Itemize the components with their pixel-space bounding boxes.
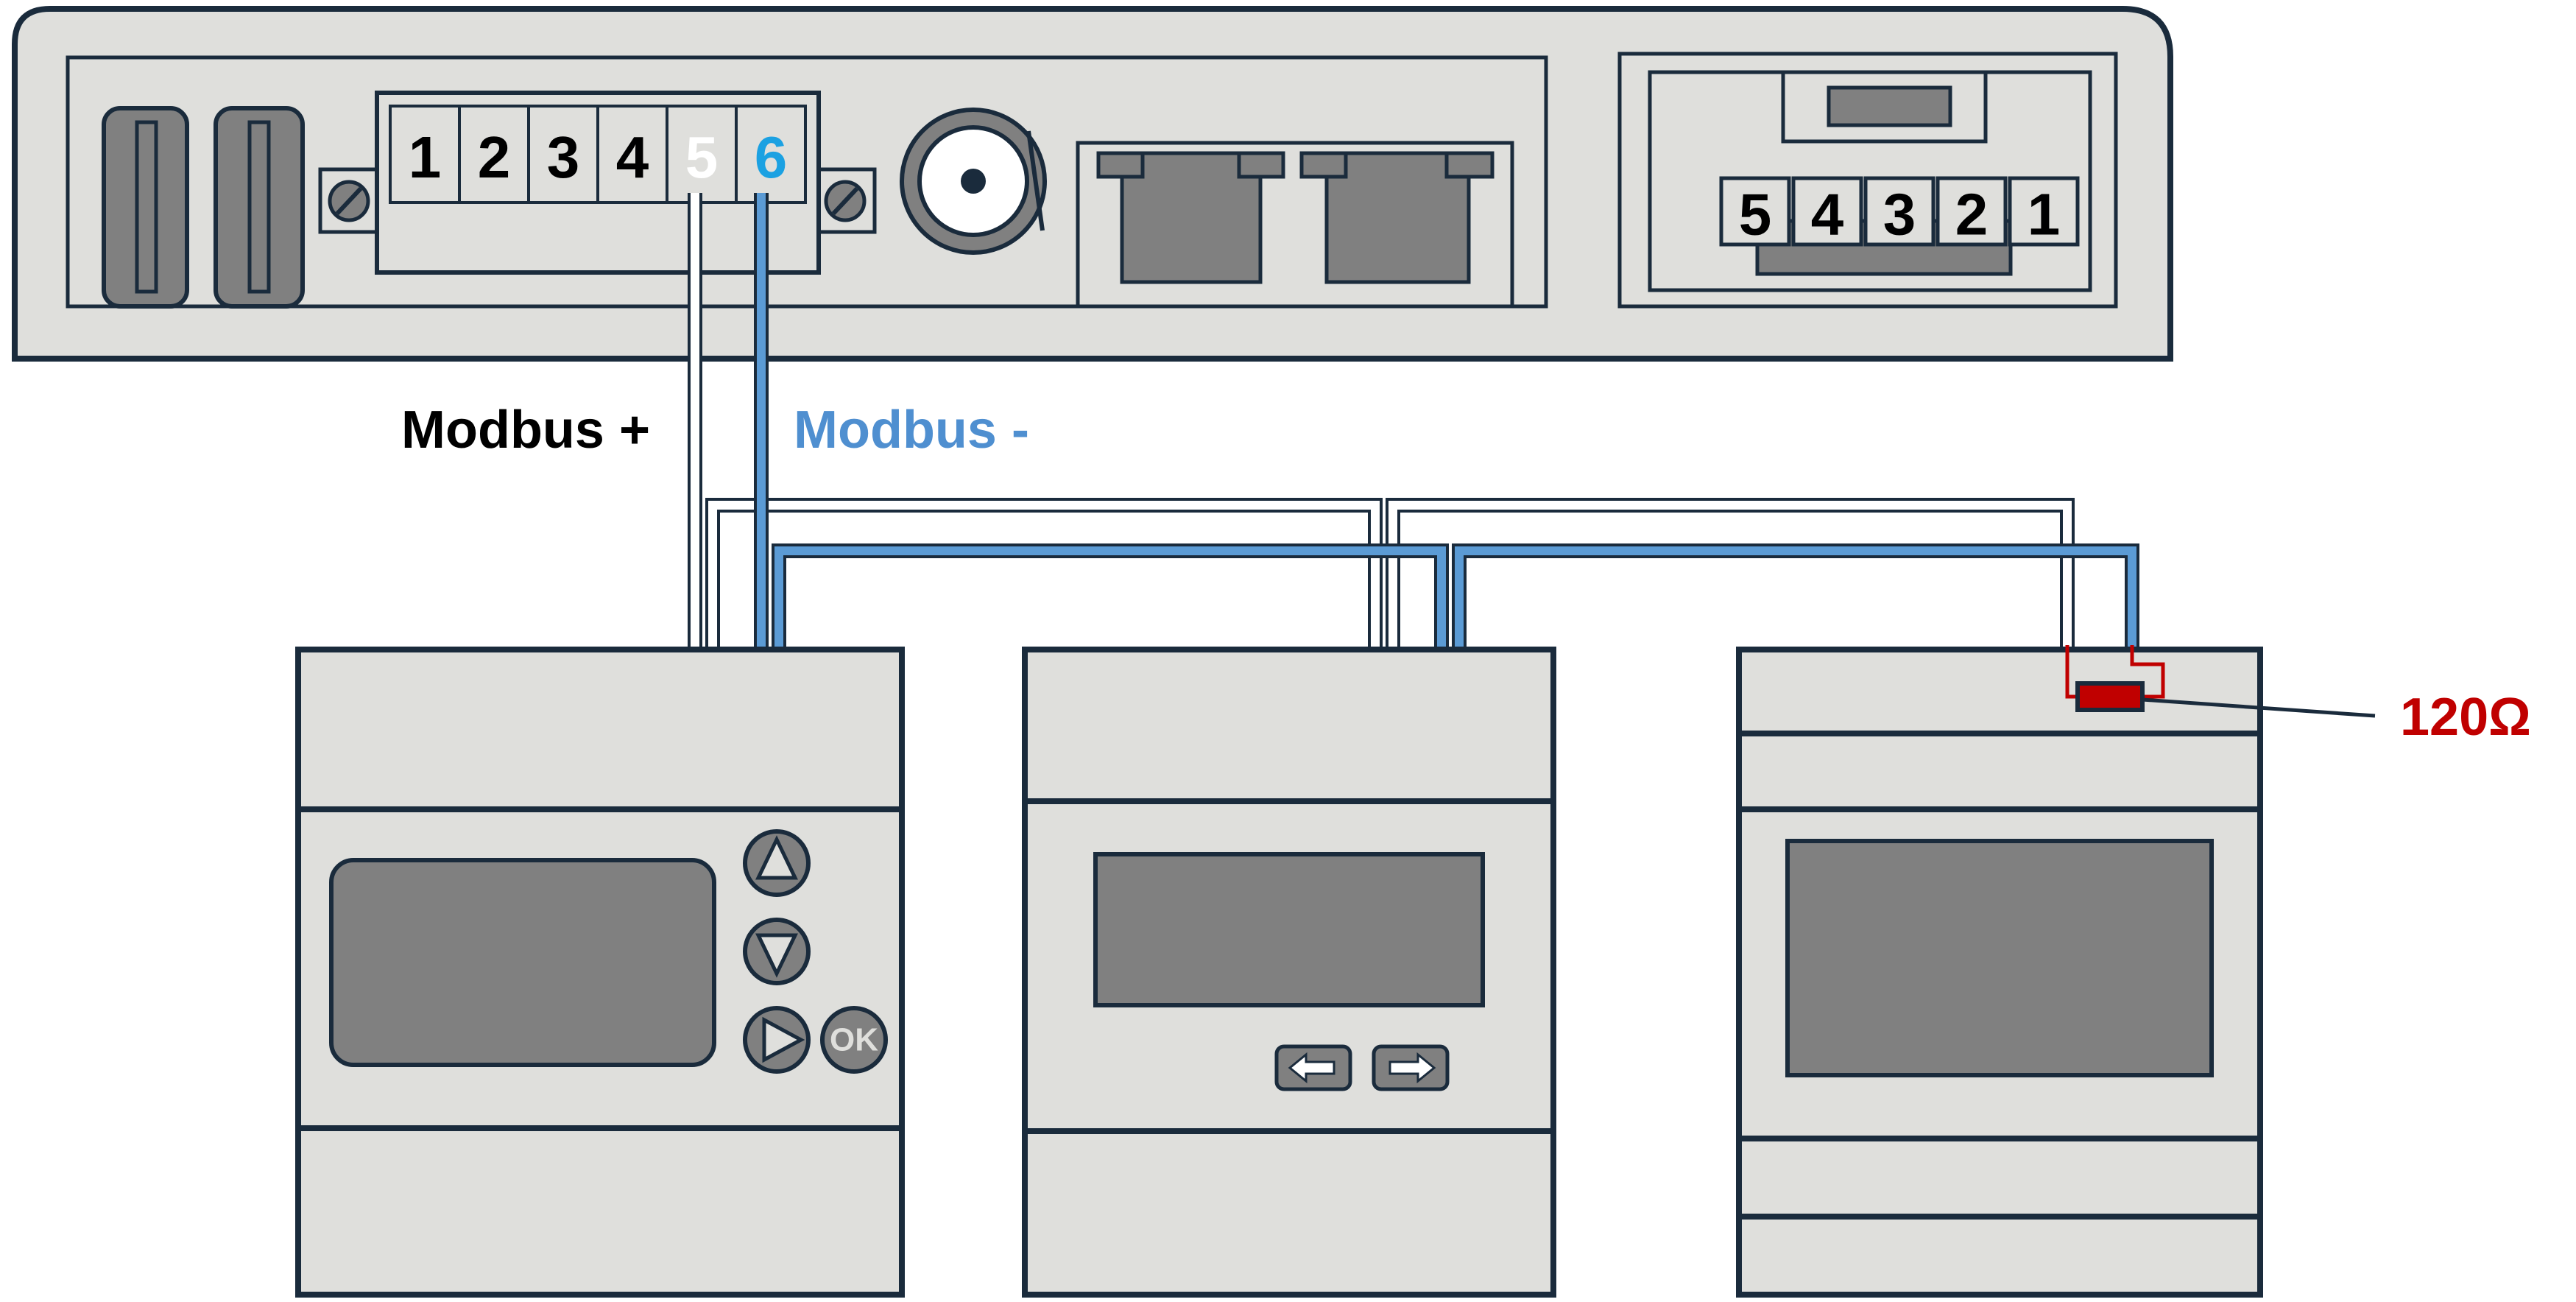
terminal-screw-right bbox=[814, 167, 877, 234]
arrow-right-icon bbox=[762, 1016, 805, 1063]
meter-1-ok-button[interactable]: OK bbox=[820, 1006, 888, 1074]
side-connector-pin-5: 5 bbox=[1719, 176, 1791, 247]
resistor-label: 120Ω bbox=[2400, 688, 2531, 747]
side-connector-pin-3: 3 bbox=[1863, 176, 1935, 247]
meter-3-display bbox=[1785, 839, 2214, 1077]
modbus-minus-wire-meter2-meter3 bbox=[1452, 543, 2139, 650]
terminal-pin-label: 6 bbox=[755, 124, 788, 190]
side-connector-pin-label: 1 bbox=[2028, 182, 2061, 247]
terminal-pin-3: 3 bbox=[527, 105, 599, 204]
terminal-pin-label: 5 bbox=[685, 124, 719, 190]
modbus-plus-label: Modbus + bbox=[401, 401, 650, 460]
side-connector-pin-1: 1 bbox=[2008, 176, 2080, 247]
modbus-wiring bbox=[688, 193, 2139, 650]
side-connector-pin-label: 2 bbox=[1955, 182, 1989, 247]
arrow-down-icon bbox=[755, 933, 798, 978]
terminal-pin-2: 2 bbox=[458, 105, 530, 204]
energy-meter-2 bbox=[1022, 647, 1556, 1298]
modbus-minus-wire-meter1-meter2 bbox=[772, 543, 1449, 650]
meter-1-down-button[interactable] bbox=[743, 918, 811, 985]
arrow-right-icon bbox=[1388, 1052, 1436, 1084]
resistor-leader-line bbox=[2142, 697, 2376, 718]
antenna-connector[interactable] bbox=[900, 108, 1047, 255]
meter-1-right-button[interactable] bbox=[743, 1006, 811, 1074]
modbus-plus-wire-meter1-meter2 bbox=[705, 498, 1383, 650]
modbus-minus-label: Modbus - bbox=[794, 401, 1029, 460]
meter-2-display bbox=[1093, 852, 1485, 1007]
terminal-pin-4: 4 bbox=[596, 105, 668, 204]
ethernet-port-1[interactable] bbox=[1096, 151, 1285, 284]
side-connector-pin-label: 5 bbox=[1739, 182, 1772, 247]
meter-1-display bbox=[329, 858, 716, 1067]
modbus-plus-wire-meter2-meter3 bbox=[1386, 498, 2075, 650]
terminal-pin-1: 1 bbox=[389, 105, 461, 204]
gateway-front-panel bbox=[66, 55, 1548, 309]
meter-1-up-button[interactable] bbox=[743, 829, 811, 897]
terminal-pin-label: 4 bbox=[616, 124, 649, 190]
terminal-screw-left bbox=[318, 167, 381, 234]
side-connector-pin-2: 2 bbox=[1935, 176, 2008, 247]
energy-meter-1: OK bbox=[295, 647, 905, 1298]
terminal-pin-label: 2 bbox=[478, 124, 511, 190]
terminal-pin-6: 6 bbox=[735, 105, 807, 204]
side-connector-pin-label: 3 bbox=[1883, 182, 1916, 247]
terminal-pin-5: 5 bbox=[666, 105, 738, 204]
meter-2-left-button[interactable] bbox=[1274, 1044, 1352, 1091]
side-connector-pin-4: 4 bbox=[1791, 176, 1863, 247]
resistor-120-ohm bbox=[2075, 681, 2145, 712]
side-connector-pin-label: 4 bbox=[1811, 182, 1844, 247]
termination-resistor bbox=[2065, 645, 2376, 718]
arrow-up-icon bbox=[755, 835, 798, 880]
energy-meter-3 bbox=[1736, 647, 2263, 1298]
meter-2-right-button[interactable] bbox=[1372, 1044, 1450, 1091]
terminal-pin-label: 1 bbox=[409, 124, 442, 190]
ok-button-label: OK bbox=[830, 1022, 878, 1058]
terminal-pin-label: 3 bbox=[547, 124, 580, 190]
usb-port-2[interactable] bbox=[214, 106, 305, 309]
usb-port-1[interactable] bbox=[102, 106, 189, 309]
ethernet-port-2[interactable] bbox=[1299, 151, 1495, 284]
arrow-left-icon bbox=[1288, 1052, 1335, 1084]
